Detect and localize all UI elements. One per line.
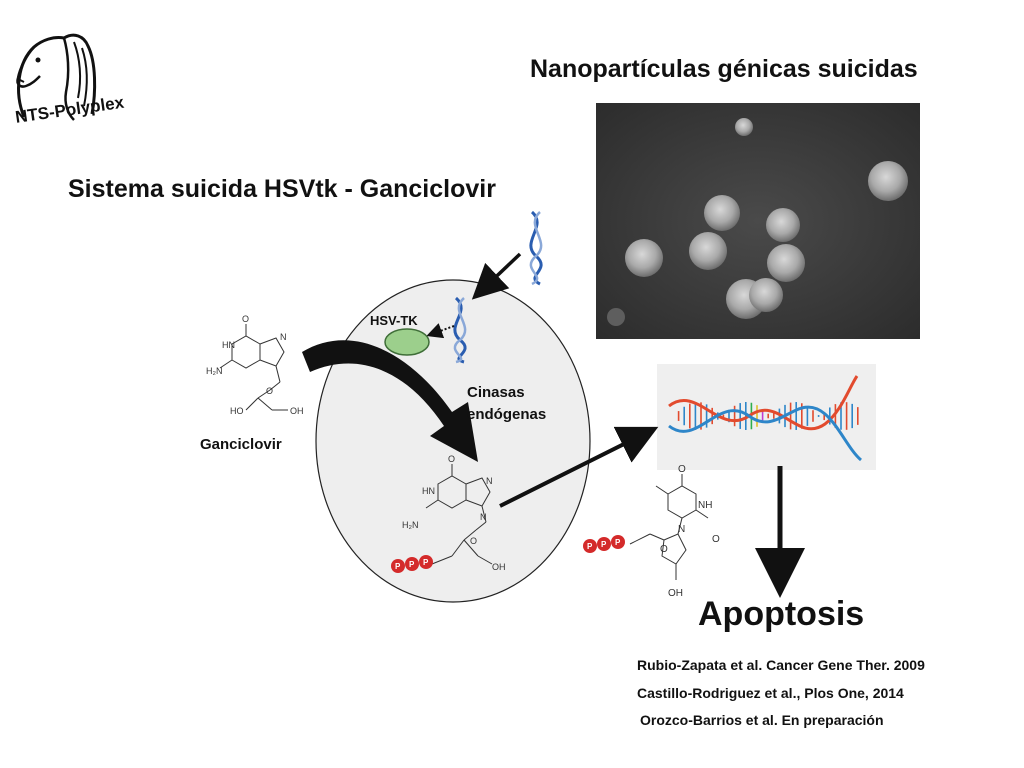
nt-oh-label: OH: [668, 588, 683, 599]
nt-n-label: N: [678, 524, 685, 535]
phosphate-icon: [611, 535, 625, 549]
gcv-o2-label: O: [266, 386, 273, 396]
phosphate-p-label: P: [409, 560, 415, 569]
phosphate-icon: [405, 557, 419, 571]
dna-helix-icon-outside: [529, 210, 543, 286]
system-title: Sistema suicida HSVtk - Ganciclovir: [68, 175, 496, 203]
phosphate-group-outside: [583, 535, 625, 553]
phosphate-p-label: P: [423, 558, 429, 567]
gcv-ho-label: HO: [230, 406, 244, 416]
nt-o-label: O: [678, 464, 686, 475]
ganciclovir-molecule: [219, 324, 288, 411]
phosphate-p-label: P: [587, 542, 593, 551]
gcv-n-label: N: [280, 332, 287, 342]
nanoparticles-title: Nanopartículas génicas suicidas: [530, 55, 918, 83]
nt-nh-label: NH: [698, 500, 712, 511]
gcv-hn-label: HN: [222, 340, 235, 350]
hsvtk-enzyme-icon: [384, 328, 430, 356]
apoptosis-label: Apoptosis: [698, 595, 865, 633]
ganciclovir-triphosphate-molecule: [425, 464, 493, 565]
phosphate-icon: [391, 559, 405, 573]
expression-dotted-arrow: [426, 323, 455, 339]
gcvtp-oh-label: OH: [492, 562, 506, 572]
gcv-o-label: O: [242, 314, 249, 324]
ganciclovir-label: Ganciclovir: [200, 436, 282, 453]
phosphate-icon: [419, 555, 433, 569]
gcvtp-n-label: N: [486, 476, 493, 486]
gcvtp-n2-label: N: [480, 512, 487, 522]
reference-3: Orozco-Barrios et al. En preparación: [640, 712, 884, 728]
nt-o3-label: O: [660, 544, 668, 555]
phosphate-p-label: P: [395, 562, 401, 571]
horse-head-logo-icon: [16, 33, 97, 121]
dna-helix-icon-inside: [453, 296, 467, 364]
nt-o2-label: O: [712, 534, 720, 545]
gcvtp-h2n-label: H₂N: [402, 520, 419, 530]
sem-nanoparticles-image: [596, 103, 920, 339]
gcvtp-o-label: O: [448, 454, 455, 464]
phosphate-group-inside: [391, 555, 433, 573]
gcv-h2n-label: H₂N: [206, 366, 223, 376]
phosphate-p-label: P: [601, 540, 607, 549]
gcvtp-o2-label: O: [470, 536, 477, 546]
gcv-oh-label: OH: [290, 406, 304, 416]
nucleotide-triphosphate-molecule: [629, 474, 709, 580]
dna-helix-image: [657, 364, 876, 470]
phosphate-icon: [597, 537, 611, 551]
gene-entry-arrow: [471, 252, 522, 300]
endogenous-kinases-label: Cinasas endógenas: [467, 384, 547, 423]
incorporation-arrow: [499, 426, 659, 508]
reference-1: Rubio-Zapata et al. Cancer Gene Ther. 20…: [637, 657, 925, 673]
phosphorylation-curved-arrow: [302, 340, 478, 462]
phosphate-icon: [583, 539, 597, 553]
hsvtk-label: HSV-TK: [370, 313, 418, 328]
phosphate-p-label: P: [615, 538, 621, 547]
gcvtp-hn-label: HN: [422, 486, 435, 496]
reference-2: Castillo-Rodriguez et al., Plos One, 201…: [637, 685, 904, 701]
